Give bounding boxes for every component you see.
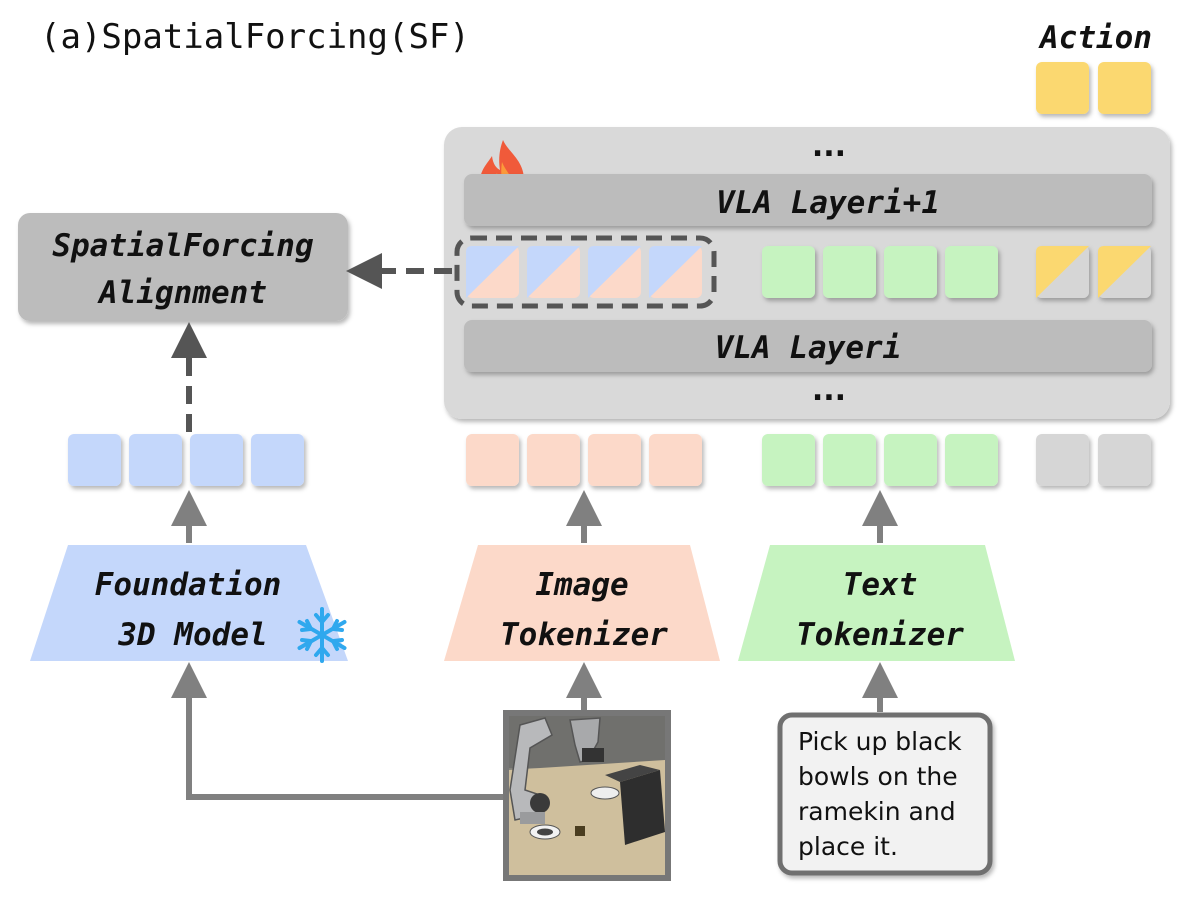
action-query-tokens (1036, 434, 1151, 486)
image-tokenizer-label-line1: Image (535, 567, 628, 603)
image-tokenizer-block (444, 545, 720, 661)
text-hidden-token (823, 246, 876, 298)
instruction-line: ramekin and (798, 797, 956, 826)
instruction-line: bowls on the (798, 762, 958, 791)
text-tokens (762, 434, 998, 486)
hidden-token-split (466, 246, 519, 298)
image-tokens (466, 434, 702, 486)
image-tokenizer-label-line2: Tokenizer (500, 617, 668, 653)
spatial-token (251, 434, 304, 486)
robot-scene-image (503, 710, 671, 881)
foundation-3d-model-block (30, 545, 348, 661)
instruction-line: Pick up black (798, 727, 962, 756)
action-hidden-token (1098, 246, 1151, 298)
snowflake-icon (297, 607, 347, 663)
image-token (466, 434, 519, 486)
spatial-tokens (68, 434, 304, 486)
vla-layer-lower-label: VLA Layeri (715, 330, 902, 366)
vla-layer-lower (464, 320, 1152, 372)
action-label: Action (1038, 20, 1152, 56)
action-token (1098, 62, 1151, 114)
text-hidden-token (945, 246, 998, 298)
text-tokenizer-label-line2: Tokenizer (796, 617, 964, 653)
action-query-token (1098, 434, 1151, 486)
text-tokenizer-label-line1: Text (843, 567, 918, 603)
text-tokenizer-block (738, 545, 1015, 661)
instruction-line: place it. (798, 832, 898, 861)
text-token (762, 434, 815, 486)
text-hidden-token (884, 246, 937, 298)
vla-layer-upper-label: VLA Layeri+1 (716, 185, 940, 221)
text-token (884, 434, 937, 486)
ellipsis-bottom: ... (812, 373, 846, 408)
foundation-label-line1: Foundation (95, 567, 282, 603)
ellipsis-top: ... (812, 129, 846, 164)
spatial-token (68, 434, 121, 486)
action-hidden-token (1036, 246, 1089, 298)
selected-tokens-outline (454, 235, 717, 309)
text-hidden-token (762, 246, 815, 298)
action-query-token (1036, 434, 1089, 486)
action-token (1036, 62, 1089, 114)
image-hidden-tokens (466, 246, 702, 298)
image-token (527, 434, 580, 486)
instruction-box (777, 712, 993, 876)
foundation-label-line2: 3D Model (117, 617, 267, 653)
spatial-token (129, 434, 182, 486)
alignment-label-line2: Alignment (97, 275, 267, 311)
hidden-token-split (527, 246, 580, 298)
image-token (649, 434, 702, 486)
arrow-image-to-foundation (171, 662, 506, 800)
spatial-token (190, 434, 243, 486)
hidden-token-split (649, 246, 702, 298)
hidden-token-split (588, 246, 641, 298)
alignment-label-line1: SpatialForcing (52, 228, 314, 264)
image-token (588, 434, 641, 486)
diagram-title: (a)SpatialForcing(SF) (40, 17, 470, 57)
spatial-forcing-alignment-box (18, 213, 348, 321)
vla-layer-upper (464, 174, 1152, 226)
text-token (945, 434, 998, 486)
text-token (823, 434, 876, 486)
